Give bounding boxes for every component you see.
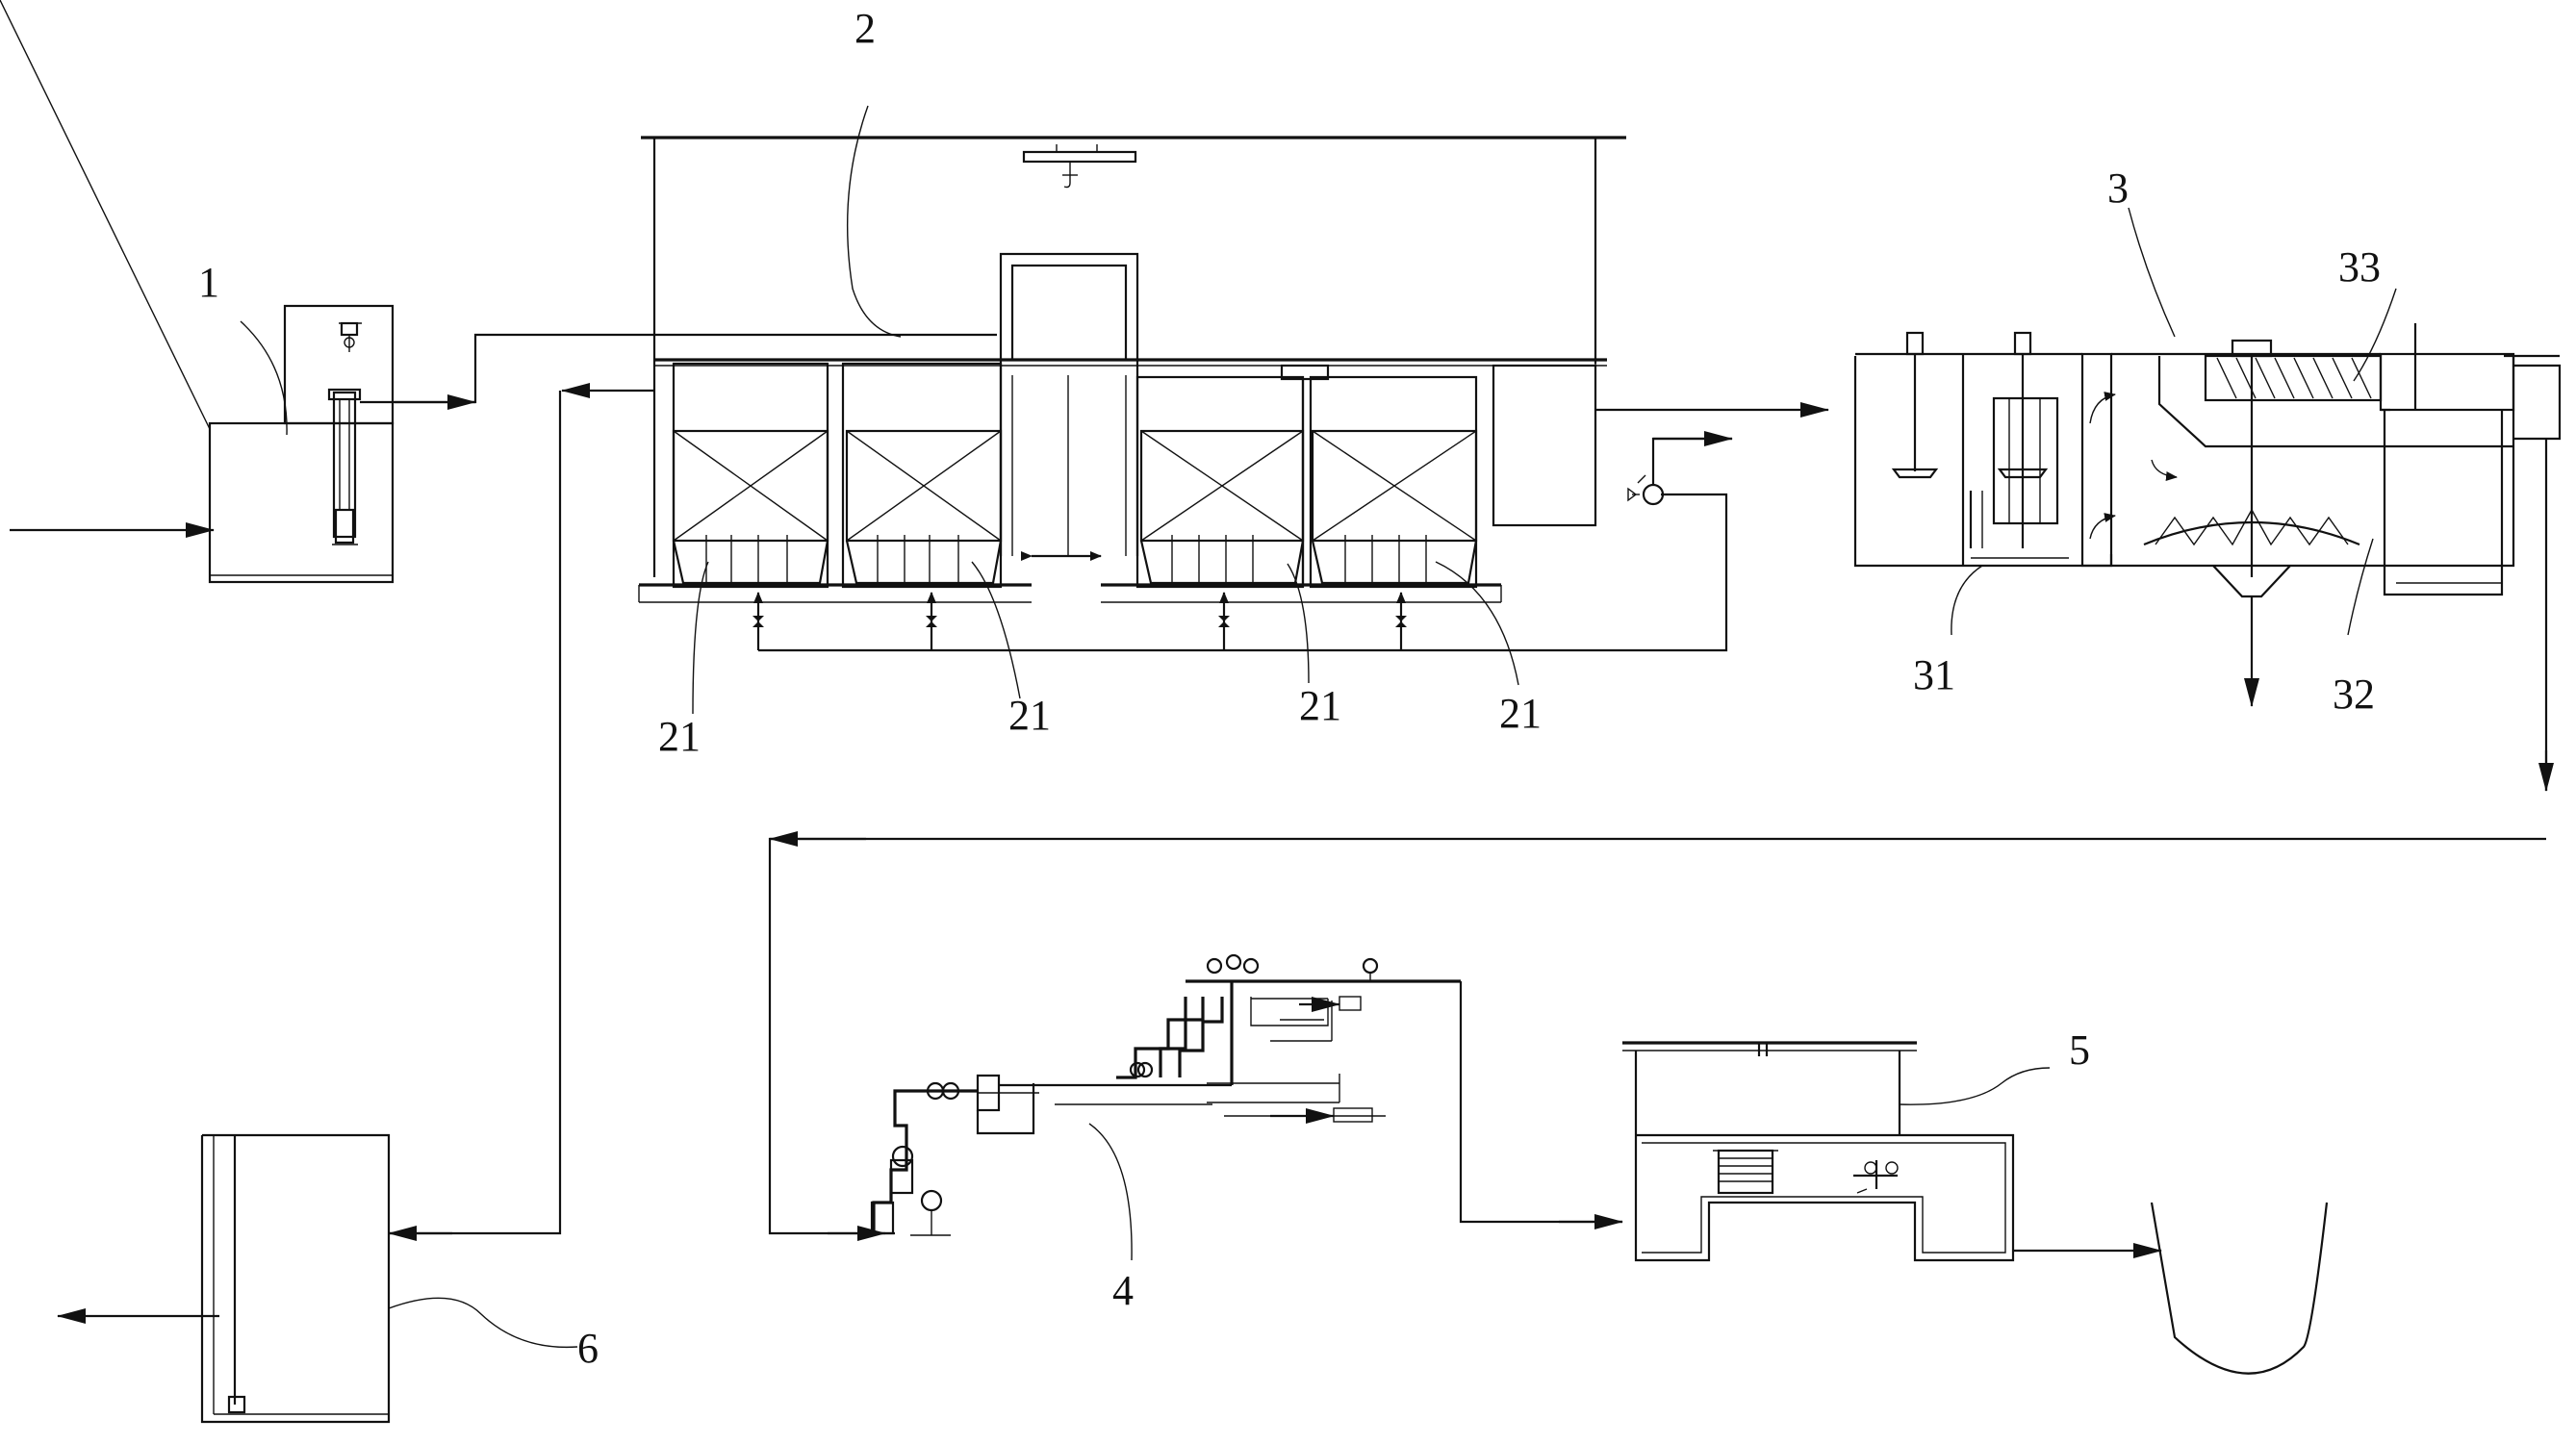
inclined-plates xyxy=(2204,354,2383,402)
pipe-1-to-2 xyxy=(360,333,997,404)
media-block-4 xyxy=(1311,429,1478,543)
filter-press-icon xyxy=(1713,1149,1778,1195)
label-sub-21: 21 xyxy=(658,713,701,760)
diffuser-pipes xyxy=(705,535,1427,583)
mixer-icon xyxy=(1992,331,2059,548)
label-unit-1: 1 xyxy=(198,259,219,306)
label-sub-21: 21 xyxy=(1008,692,1051,739)
label-sub-21: 21 xyxy=(1299,682,1341,729)
unit-5-dewatering-room xyxy=(1622,1041,2162,1262)
pipe-3-to-4 xyxy=(768,837,2546,1235)
media-block-3 xyxy=(1139,429,1305,543)
media-block-1 xyxy=(672,429,829,543)
reference-labels: 1 2 3 4 5 6 21 21 21 21 31 32 33 xyxy=(198,5,2381,1372)
label-sub-33: 33 xyxy=(2338,243,2381,291)
label-sub-31: 31 xyxy=(1913,651,1955,698)
label-unit-3: 3 xyxy=(2107,165,2129,212)
valve-assembly-icon xyxy=(1853,1160,1899,1194)
label-sub-32: 32 xyxy=(2333,671,2375,718)
blower-icon xyxy=(1627,431,1733,506)
sludge-scraper-icon xyxy=(2143,339,2360,577)
mixer-icon xyxy=(1891,331,1939,479)
label-unit-2: 2 xyxy=(854,5,876,52)
label-unit-4: 4 xyxy=(1112,1267,1134,1314)
unit-4-pump-station xyxy=(870,953,1623,1261)
crane-icon xyxy=(1022,144,1137,189)
unit-6-clear-water-tank xyxy=(57,391,578,1424)
leader-lines xyxy=(240,105,2397,715)
receiving-channel xyxy=(2150,1202,2329,1375)
media-block-2 xyxy=(845,429,1003,543)
label-sub-21: 21 xyxy=(1499,690,1542,737)
hoist-icon xyxy=(339,321,362,352)
label-unit-6: 6 xyxy=(577,1325,599,1372)
unit-3-sedimentation-tank xyxy=(1853,323,2562,792)
unit-1-collection-pit xyxy=(0,0,997,584)
lift-pump-icon xyxy=(327,388,362,545)
air-manifold xyxy=(758,493,1728,652)
unit-2-reaction-tanks xyxy=(561,136,1829,652)
label-unit-5: 5 xyxy=(2069,1026,2090,1074)
